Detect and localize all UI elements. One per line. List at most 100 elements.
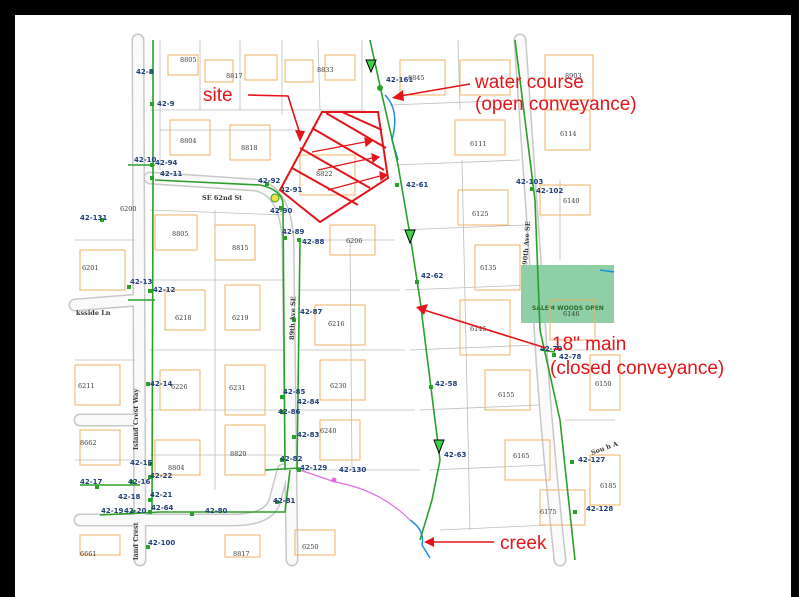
address-label: 8818 [241, 144, 258, 152]
pipe-node-label: 42-13 [130, 278, 153, 286]
address-label: 6218 [175, 314, 192, 322]
pipe-node-label: 42-127 [578, 456, 605, 464]
address-label: 6146 [563, 310, 580, 318]
pipe-node-label: 42-83 [297, 431, 320, 439]
address-label: 8805 [172, 230, 189, 238]
address-label: 8662 [80, 439, 97, 447]
pipe-node-label: 42-19 [101, 507, 124, 515]
pipe-node-label: 42-15 [130, 459, 153, 467]
pipe-node-label: 42-9 [157, 100, 175, 108]
pipe-node-label: 42-17 [80, 478, 103, 486]
address-label: 8903 [565, 72, 582, 80]
address-label: 6140 [563, 197, 580, 205]
address-label: 6135 [480, 264, 497, 272]
street-label-island-crest-lower: land Crest [132, 522, 140, 560]
address-label: 6250 [302, 543, 319, 551]
pipe-node-label: 42-90 [270, 207, 293, 215]
street-label-sound: Sou h A [590, 439, 620, 456]
address-label: 8845 [408, 74, 425, 82]
pipe-node-label: 42-11 [160, 170, 183, 178]
pipe-node-label: 42-80 [205, 507, 228, 515]
address-label: 6226 [171, 383, 188, 391]
pipe-node-label: 42-161 [386, 76, 413, 84]
pipe-node-label: 42-63 [444, 451, 467, 459]
pipe-node-label: 42-12 [153, 286, 176, 294]
address-label: 8817 [233, 550, 250, 558]
address-label: 6150 [595, 380, 612, 388]
pipe-node-label: 42-128 [586, 505, 613, 513]
pipe-node-label: 42-78 [559, 353, 582, 361]
address-label: 6111 [470, 140, 487, 148]
pipe-node-label: 42-88 [302, 238, 325, 246]
address-label: 6230 [330, 382, 347, 390]
node-labels: 42-8 42-9 42-161 42-10 42-94 42-11 42-92… [80, 68, 613, 547]
pipe-node-label: 42-58 [435, 380, 458, 388]
annotation-arrowheads [295, 90, 434, 547]
address-label: 6185 [600, 482, 617, 490]
pipe-node-label: 42-91 [280, 186, 303, 194]
address-label: 8804 [168, 464, 185, 472]
address-label: 6165 [513, 452, 530, 460]
address-label: 8804 [180, 137, 197, 145]
pipe-node-label: 42-64 [151, 504, 174, 512]
pipe-node-label: 42-10 [134, 156, 157, 164]
pipe-node-label: 42-130 [339, 466, 366, 474]
pipe-node-label: 42-61 [406, 181, 429, 189]
pipe-node-label: 42-8 [136, 68, 154, 76]
address-label: 8833 [317, 66, 334, 74]
address-label: 6211 [78, 382, 95, 390]
address-label: 8822 [316, 170, 333, 178]
annotation-site: site [203, 85, 233, 106]
catch-basin-node [270, 193, 280, 203]
pipe-node-label: 42-129 [300, 464, 327, 472]
pipe-node-label: 42-81 [273, 497, 296, 505]
building-footprints [74, 54, 621, 558]
address-label: 8805 [180, 56, 197, 64]
address-label: 6201 [82, 264, 99, 272]
private-drain-line [299, 469, 411, 521]
address-label: 6125 [472, 210, 489, 218]
annotation-creek: creek [500, 533, 547, 554]
address-label: 6216 [328, 320, 345, 328]
address-label: 6145 [470, 325, 487, 333]
street-label-89th: 89th Ave SE [288, 296, 298, 340]
street-label-island-crest: Island Crest Way [132, 388, 140, 450]
address-label: 6200 [120, 205, 137, 213]
pipe-node-label: 42-82 [280, 455, 303, 463]
street-label-90th: 90th Ave SE [521, 221, 532, 265]
annotation-arrows [247, 83, 547, 543]
pipe-node-label: 42-84 [297, 398, 320, 406]
pipe-node-label: 42-21 [150, 491, 173, 499]
address-label: 6231 [229, 384, 246, 392]
street-label-se-62nd: SE 62nd St [202, 194, 242, 202]
water-features [384, 94, 615, 559]
pipe-node-label: 42-100 [148, 539, 175, 547]
site-parcel-outline [278, 111, 390, 224]
pipe-node-label: 42-22 [150, 472, 173, 480]
address-label: 6206 [346, 237, 363, 245]
pipe-node-label: 42-103 [516, 178, 543, 186]
pipe-node-label: 42-79 [540, 345, 563, 353]
address-label: 6114 [560, 130, 577, 138]
pipe-nodes [95, 70, 577, 549]
pipe-node-label: 42-87 [300, 308, 323, 316]
pipe-node-label: 42-14 [150, 380, 173, 388]
annotation-closed-conveyance: (closed conveyance) [550, 358, 724, 379]
address-labels: 8805 8817 8833 8845 8903 6114 6111 8804 … [78, 56, 617, 558]
pipe-node-label: 42-85 [283, 388, 306, 396]
street-label-lakeside: ksside Ln [76, 309, 111, 317]
annotation-18-inch-main: 18" main [552, 334, 626, 355]
pipe-node-label: 42-62 [421, 272, 444, 280]
pipe-node-label: 42-20 [124, 507, 147, 515]
park-label: SALEM WOODS OPEN [532, 305, 604, 312]
pipe-node-label: 42-94 [155, 159, 178, 167]
outfall-node [377, 85, 383, 91]
pipe-node-label: 42-16 [128, 478, 151, 486]
annotation-water-course: water course [474, 72, 584, 93]
pipe-node-label: 42-102 [536, 187, 563, 195]
pipe-node-label: 42-92 [258, 177, 281, 185]
pipe-node-label: 42-131 [80, 214, 107, 222]
annotation-open-conveyance: (open conveyance) [475, 94, 637, 115]
parcel-lines [75, 39, 615, 531]
